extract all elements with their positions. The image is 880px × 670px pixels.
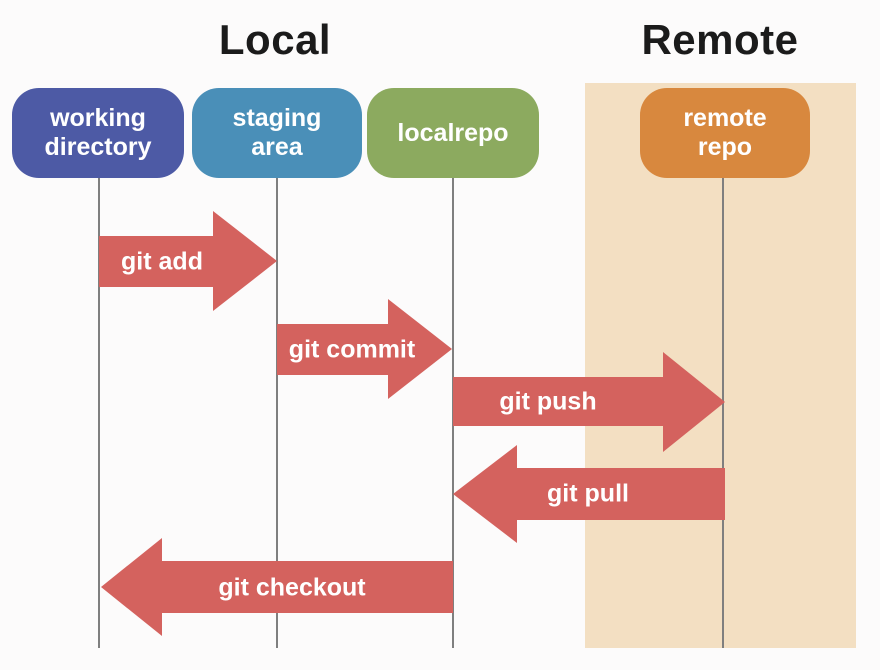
lifeline-working-directory	[98, 178, 100, 648]
arrow-git-checkout-body	[161, 561, 453, 613]
node-working-directory-label: working directory	[44, 104, 152, 161]
arrow-git-pull-head	[453, 445, 517, 543]
node-remote-repo: remote repo	[640, 88, 810, 178]
local-section-title: Local	[218, 16, 332, 63]
node-localrepo: localrepo	[367, 88, 539, 178]
arrow-git-checkout-head	[101, 538, 162, 636]
node-remote-repo-label: remote repo	[683, 104, 767, 161]
arrow-git-pull-label: git pull	[547, 479, 629, 508]
arrow-git-add-body	[99, 236, 213, 287]
arrow-git-push-label: git push	[499, 387, 597, 416]
arrow-git-pull-body	[517, 468, 725, 520]
node-staging-area-label: staging area	[232, 104, 322, 161]
arrow-git-checkout-label: git checkout	[218, 573, 366, 602]
lifeline-staging-area	[276, 178, 278, 648]
node-staging-area: staging area	[192, 88, 362, 178]
node-working-directory: working directory	[12, 88, 184, 178]
node-localrepo-label: localrepo	[397, 118, 509, 147]
arrow-git-add-label: git add	[121, 247, 203, 276]
arrow-git-push-body	[453, 377, 663, 426]
arrow-git-commit-body	[277, 324, 388, 375]
remote-section-title: Remote	[641, 16, 799, 63]
arrow-git-add-head	[213, 211, 277, 311]
arrow-git-commit-label: git commit	[288, 335, 416, 364]
arrow-git-push-head	[663, 352, 725, 452]
arrow-git-commit-head	[388, 299, 452, 399]
